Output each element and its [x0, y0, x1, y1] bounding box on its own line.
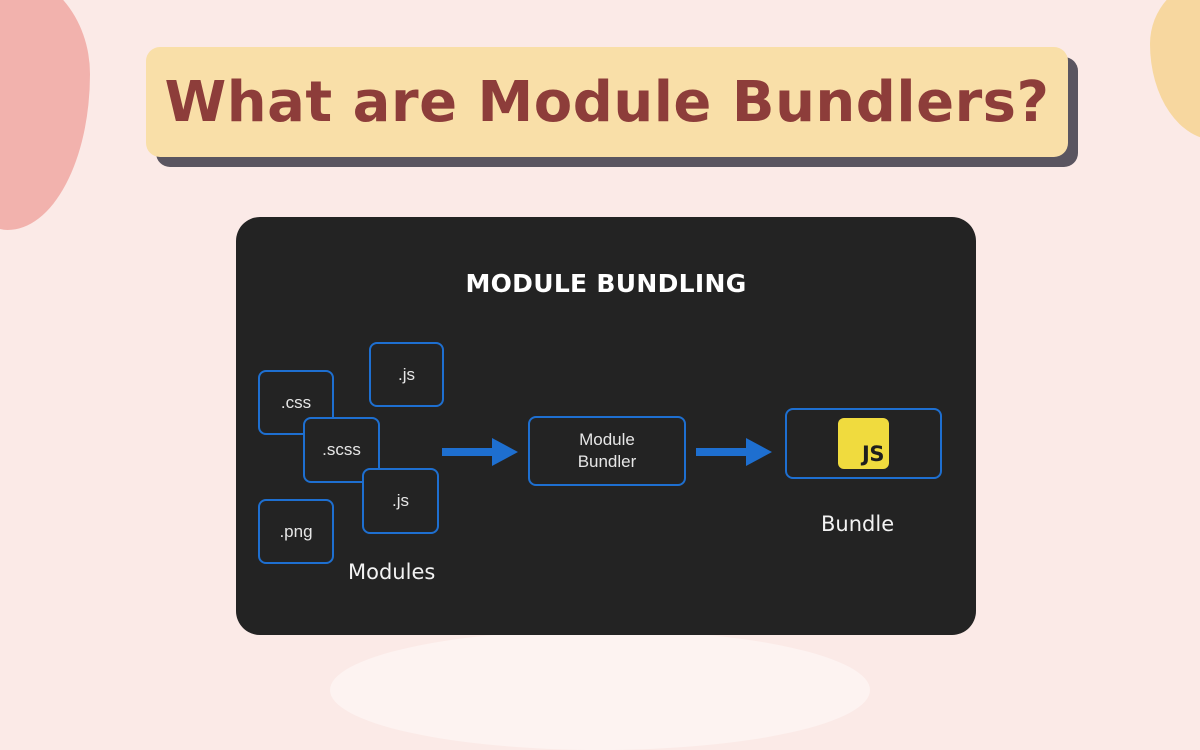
module-label: .scss	[322, 440, 361, 459]
decorative-glow-bottom	[330, 630, 870, 750]
bundle-caption: Bundle	[821, 512, 895, 536]
module-file-js-bottom: .js	[362, 468, 439, 534]
module-bundler-box: Module Bundler	[528, 416, 686, 486]
arrow-right-icon	[696, 438, 772, 466]
module-label: .js	[398, 364, 415, 384]
bundler-label-line2: Bundler	[577, 452, 637, 471]
module-label: .css	[280, 392, 312, 412]
diagram-heading: MODULE BUNDLING	[465, 269, 747, 298]
modules-caption: Modules	[348, 560, 436, 584]
decorative-blob-left	[0, 0, 90, 230]
title-banner: What are Module Bundlers?	[146, 47, 1068, 157]
javascript-logo-icon: JS	[838, 418, 889, 469]
js-logo-text: JS	[862, 442, 884, 466]
module-label: .png	[279, 521, 313, 541]
module-label: .js	[392, 491, 409, 510]
decorative-blob-right	[1150, 0, 1200, 140]
bundle-box: JS	[785, 408, 942, 479]
module-file-png: .png	[258, 499, 334, 564]
module-file-js-top: .js	[369, 342, 444, 407]
arrow-right-icon	[442, 438, 518, 466]
diagram-panel: MODULE BUNDLING .js .css .scss .js .png …	[236, 217, 976, 635]
page-title: What are Module Bundlers?	[164, 69, 1050, 135]
bundler-label-line1: Module	[579, 430, 635, 449]
